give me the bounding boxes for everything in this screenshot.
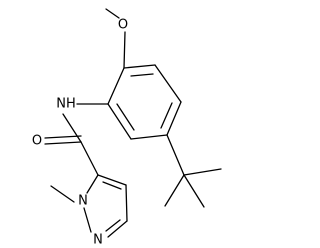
molecule-diagram: O NH O N N bbox=[32, 8, 222, 248]
bond-ring-c4-c5 bbox=[130, 134, 168, 140]
bonds bbox=[44, 8, 222, 238]
bond-carbonyl-2 bbox=[44, 135, 82, 139]
bond-n-methyl bbox=[50, 185, 75, 203]
bond-pz-inner-1 bbox=[102, 181, 122, 190]
bond-pz-c5-c4 bbox=[97, 174, 127, 186]
bond-ring-c6-c1 bbox=[107, 67, 125, 105]
bond-methoxy-methyl bbox=[105, 8, 120, 19]
bond-pz-n1-c5 bbox=[86, 174, 99, 194]
bond-nh-carbonyl bbox=[62, 113, 82, 143]
bond-ring-inner-3 bbox=[116, 103, 135, 131]
bond-carbonyl-1 bbox=[44, 141, 82, 145]
bond-pz-n2-n1 bbox=[83, 207, 92, 233]
methoxy-oxygen-label: O bbox=[118, 18, 128, 33]
carbonyl-oxygen-label: O bbox=[32, 134, 42, 149]
bond-tbutyl-methyl-1 bbox=[164, 174, 185, 207]
bond-ring-c2-c3 bbox=[154, 64, 182, 103]
bond-ring-c1-c2 bbox=[123, 64, 156, 69]
bond-ring-tbutyl bbox=[166, 134, 185, 176]
pyrazole-n2-label: N bbox=[93, 233, 103, 248]
bond-ring-c3-c4 bbox=[166, 101, 182, 136]
bond-tbutyl-methyl-2 bbox=[183, 174, 205, 208]
bond-carbonyl-pyrazole bbox=[80, 141, 99, 176]
bond-ring-inner-1 bbox=[130, 73, 154, 77]
bond-ring-c5-c6 bbox=[107, 103, 132, 140]
bond-pz-c4-c3 bbox=[125, 184, 128, 222]
bond-ring-inner-2 bbox=[160, 102, 173, 129]
pyrazole-n1-label: N bbox=[78, 194, 88, 209]
bond-tbutyl-methyl-3 bbox=[183, 168, 222, 176]
bond-methoxy-ring bbox=[123, 31, 126, 69]
bond-pz-inner-2 bbox=[105, 219, 121, 232]
amide-nitrogen-label: NH bbox=[56, 97, 76, 112]
bond-pz-c3-n2 bbox=[107, 220, 128, 238]
atom-labels: O NH O N N bbox=[32, 18, 128, 248]
